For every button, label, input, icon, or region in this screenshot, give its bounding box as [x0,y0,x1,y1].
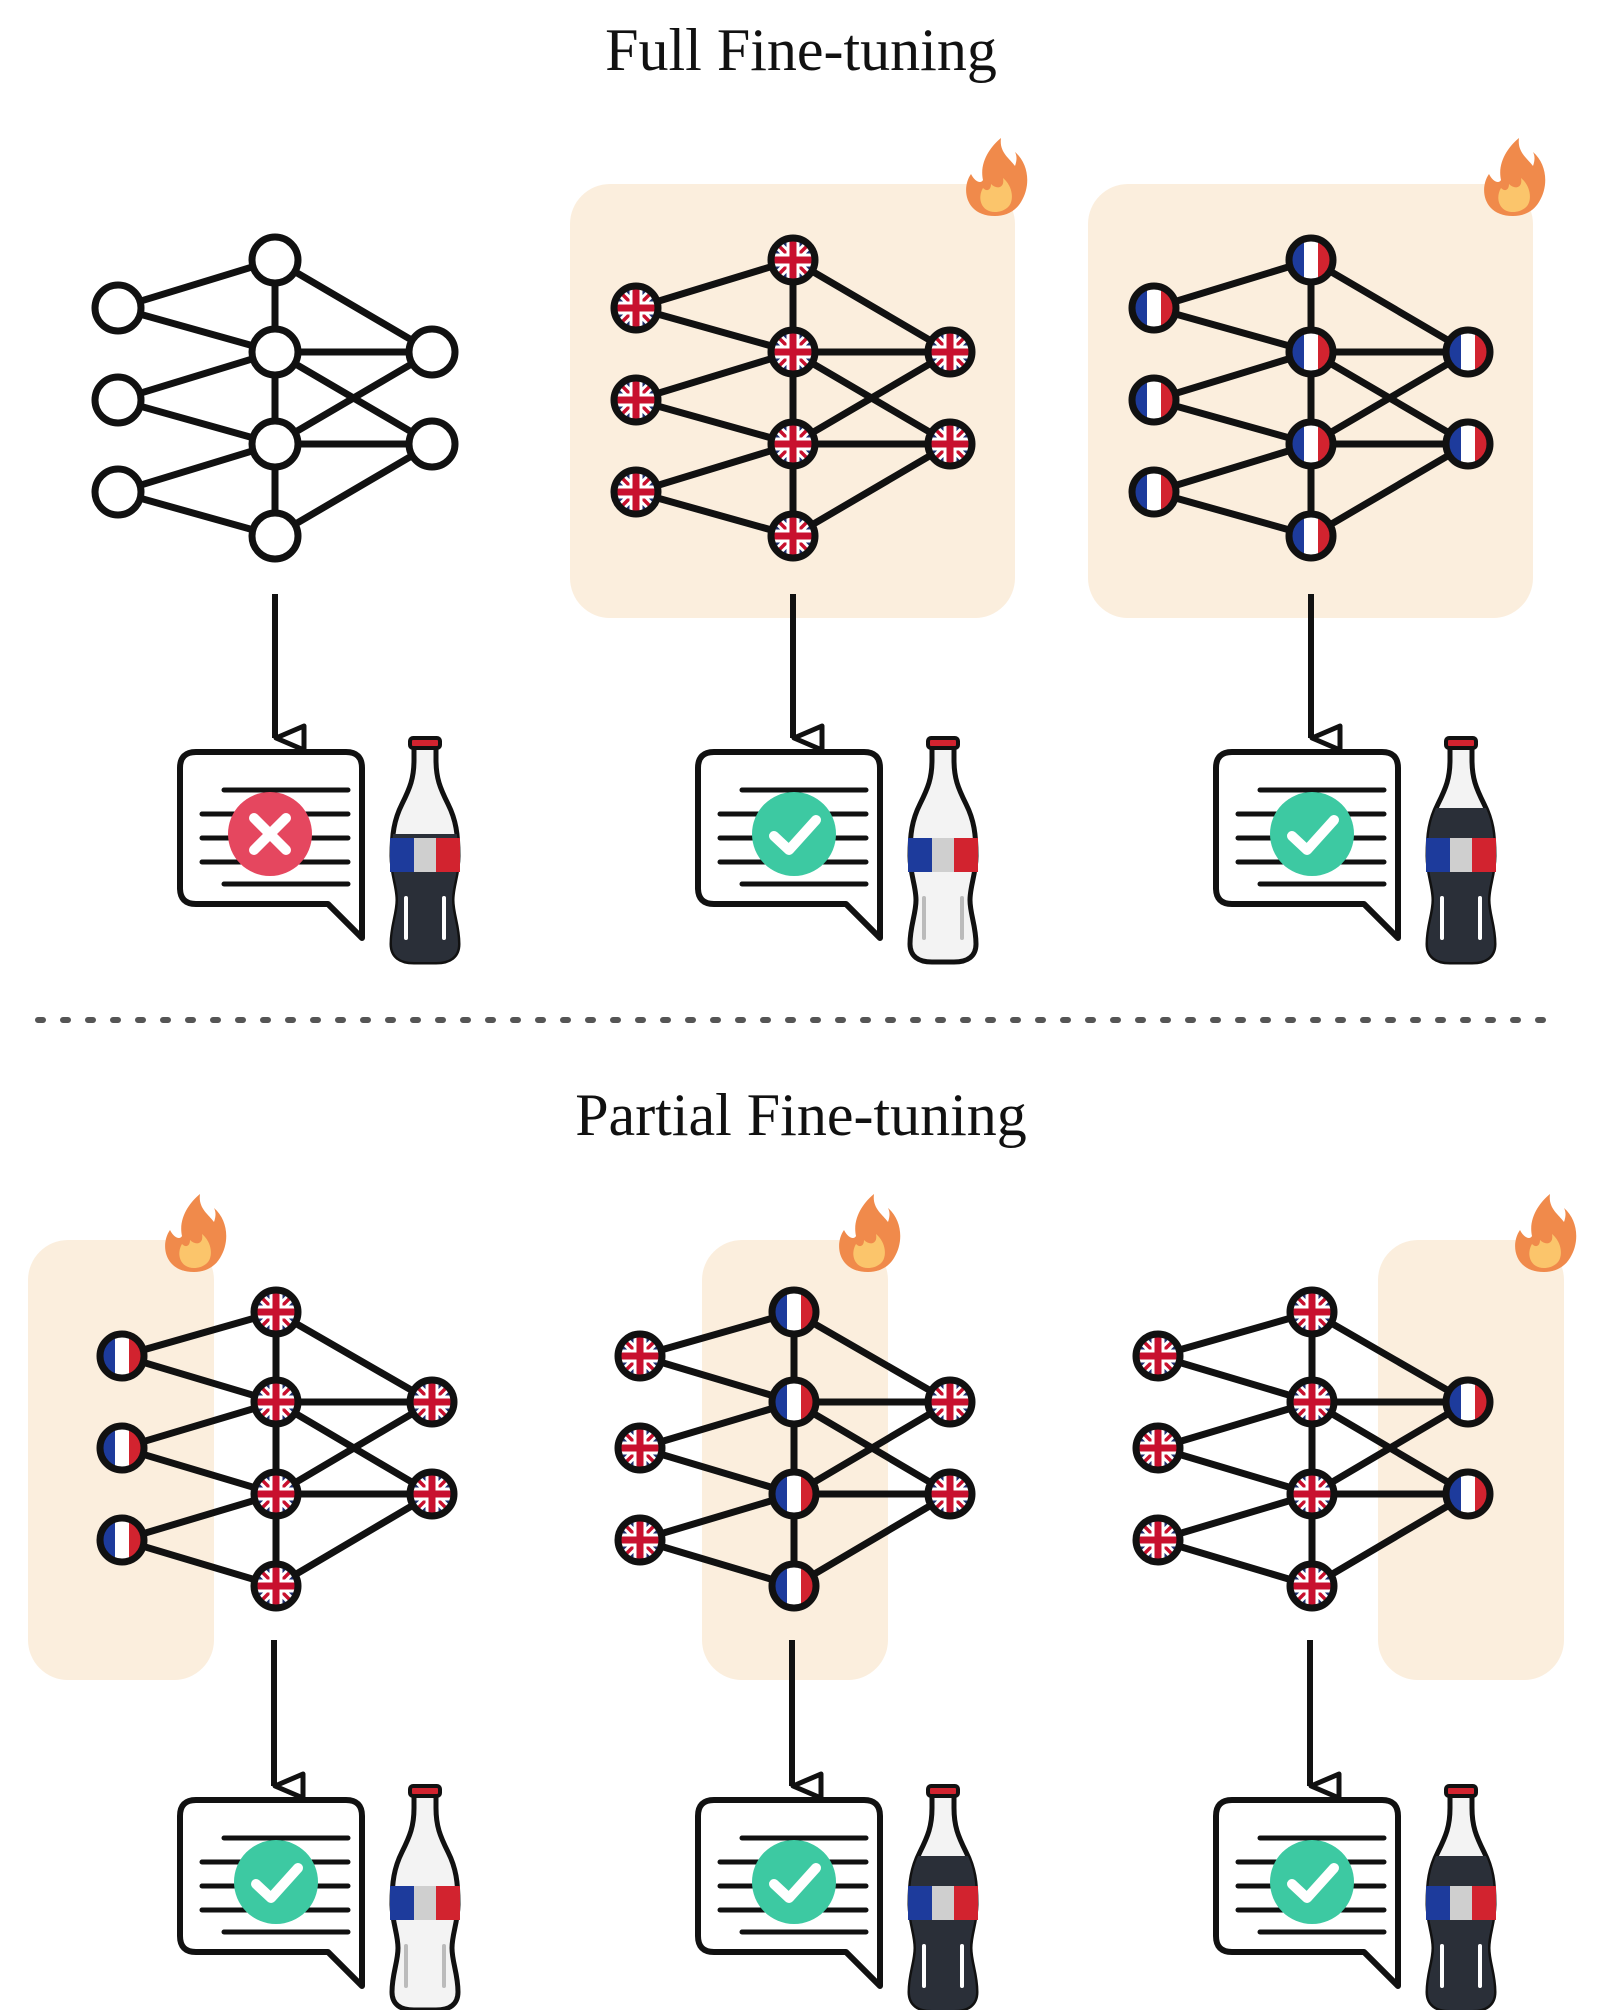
cola-bottle-icon [389,1784,461,2010]
uk-flag-icon [767,326,819,378]
uk-flag-icon [250,1376,302,1428]
cola-bottle-icon [907,1784,979,2010]
check-icon [752,1840,836,1924]
network-node [405,417,459,471]
network-node [91,465,145,519]
speech-bubble-icon [695,1797,883,1989]
section-title-partial: Partial Fine-tuning [575,1082,1027,1148]
uk-flag-icon [250,1468,302,1520]
france-flag-icon [96,1330,148,1382]
speech-bubble-icon [695,749,883,941]
network-node [405,325,459,379]
network-node [248,417,302,471]
uk-flag-icon [767,510,819,562]
france-flag-icon [1285,326,1337,378]
flame-icon [839,1194,901,1272]
network-edges [118,1308,436,1590]
network-node [91,281,145,335]
france-flag-icon [768,1468,820,1520]
fine-tuned-region [1378,1240,1564,1680]
panel-full-2 [570,138,1028,965]
uk-flag-icon [1286,1376,1338,1428]
france-flag-icon [1285,234,1337,286]
france-flag-icon [1442,418,1494,470]
flame-icon [1484,138,1546,216]
uk-flag-icon [614,1514,666,1566]
uk-flag-icon [1286,1286,1338,1338]
uk-flag-icon [1286,1560,1338,1612]
uk-flag-icon [250,1286,302,1338]
network-edges [1150,256,1472,540]
check-icon [752,792,836,876]
cross-icon [228,792,312,876]
panel-partial-2 [614,1194,979,2010]
section-title-full: Full Fine-tuning [605,17,997,83]
france-flag-icon [768,1286,820,1338]
network-edges [636,1308,954,1590]
network-node [248,509,302,563]
uk-flag-icon [767,234,819,286]
france-flag-icon [1128,466,1180,518]
uk-flag-icon [610,466,662,518]
uk-flag-icon [610,374,662,426]
uk-flag-icon [1286,1468,1338,1520]
speech-bubble-icon [177,749,365,941]
uk-flag-icon [1132,1330,1184,1382]
uk-flag-icon [1132,1514,1184,1566]
uk-flag-icon [250,1560,302,1612]
cola-bottle-icon [907,736,979,965]
uk-flag-icon [924,418,976,470]
network-edges [1154,1308,1472,1590]
uk-flag-icon [924,1376,976,1428]
uk-flag-icon [406,1376,458,1428]
speech-bubble-icon [1213,749,1401,941]
france-flag-icon [768,1560,820,1612]
france-flag-icon [1128,374,1180,426]
france-flag-icon [1285,418,1337,470]
speech-bubble-icon [1213,1797,1401,1989]
check-icon [1270,792,1354,876]
uk-flag-icon [924,1468,976,1520]
check-icon [234,1840,318,1924]
france-flag-icon [1285,510,1337,562]
panel-partial-3 [1132,1194,1577,2010]
uk-flag-icon [767,418,819,470]
panel-partial-1 [28,1194,461,2010]
panel-full-3 [1088,138,1546,965]
france-flag-icon [96,1514,148,1566]
cola-bottle-icon [1425,736,1497,965]
speech-bubble-icon [177,1797,365,1989]
cola-bottle-icon [1425,1784,1497,2010]
network-node [91,373,145,427]
france-flag-icon [1128,282,1180,334]
network-edges [632,256,954,540]
france-flag-icon [1442,1468,1494,1520]
flame-icon [966,138,1028,216]
check-icon [1270,1840,1354,1924]
panel-full-1 [91,233,461,965]
flame-icon [1515,1194,1577,1272]
cola-bottle-icon [389,736,461,965]
uk-flag-icon [614,1330,666,1382]
france-flag-icon [1442,1376,1494,1428]
france-flag-icon [768,1376,820,1428]
france-flag-icon [1442,326,1494,378]
network-node [248,325,302,379]
uk-flag-icon [614,1422,666,1474]
network-edges [114,256,436,540]
flame-icon [165,1194,227,1272]
uk-flag-icon [406,1468,458,1520]
uk-flag-icon [924,326,976,378]
uk-flag-icon [610,282,662,334]
network-node [248,233,302,287]
france-flag-icon [96,1422,148,1474]
uk-flag-icon [1132,1422,1184,1474]
